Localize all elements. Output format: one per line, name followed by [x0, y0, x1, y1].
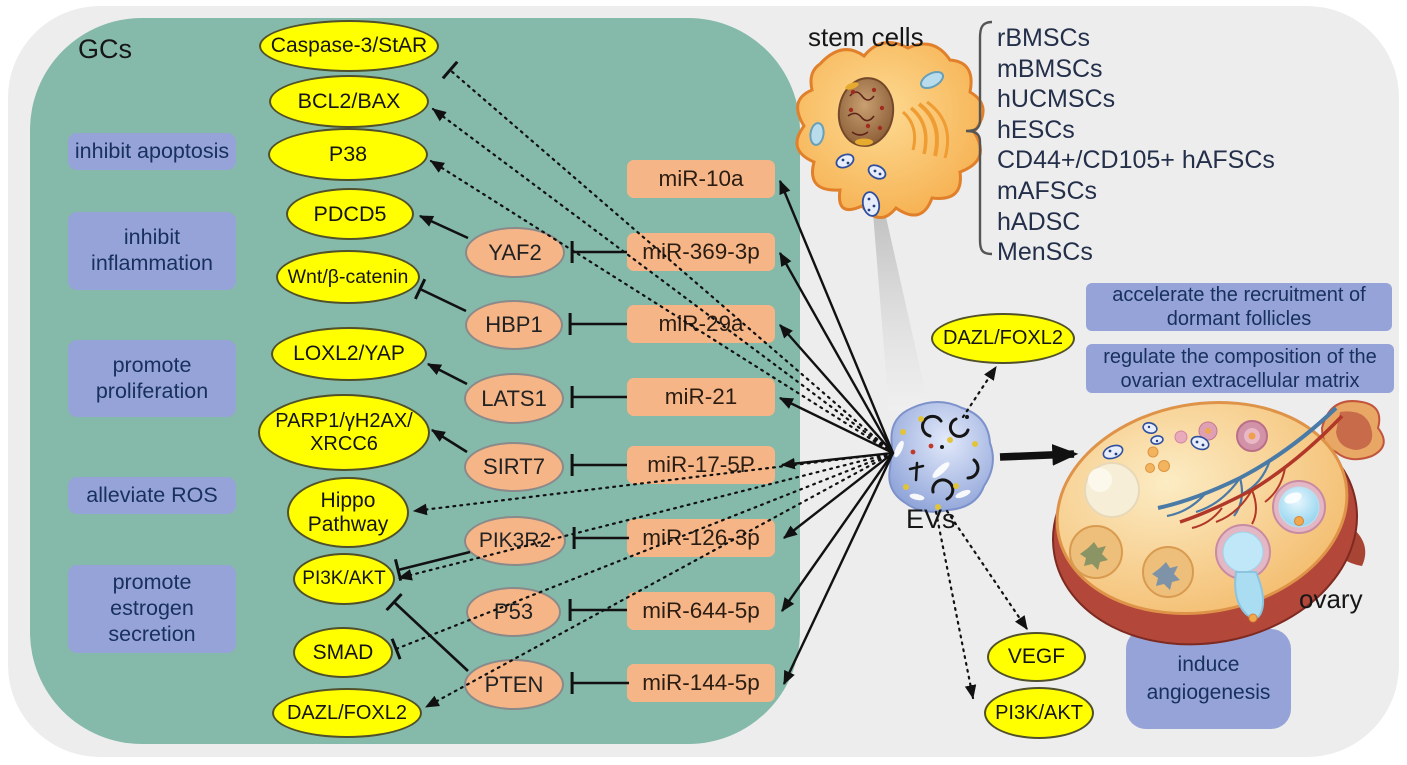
effect-box-recruitment: accelerate the recruitment of dormant fo… [1086, 283, 1392, 331]
mirna-box-mir-29a: miR-29a [627, 305, 775, 343]
pathway-pi3k-akt: PI3K/AKT [293, 553, 395, 605]
mirna-box-mir-644-5p: miR-644-5p [627, 592, 775, 630]
cell-type-hadsc: hADSC [997, 207, 1081, 236]
function-box-alleviate-ros: alleviate ROS [68, 477, 236, 514]
evs-label: EVs [906, 504, 956, 534]
pathway-bcl2-bax: BCL2/BAX [269, 75, 429, 128]
cell-type-hescs: hESCs [997, 115, 1075, 144]
cell-type-hucmscs: hUCMSCs [997, 85, 1116, 114]
function-box-promote-proliferation: promote proliferation [68, 340, 236, 417]
gcs-panel-label: GCs [78, 34, 132, 64]
pathway-smad: SMAD [293, 627, 393, 678]
mediator-hbp1: HBP1 [465, 300, 563, 350]
effect-box-angiogenesis: induce angiogenesis [1126, 629, 1291, 729]
pathway-vegf: VEGF [987, 632, 1086, 682]
effect-box-ecm: regulate the composition of the ovarian … [1086, 344, 1394, 393]
mirna-box-mir-144-5p: miR-144-5p [627, 664, 775, 702]
function-box-inhibit-inflammation: inhibit inflammation [68, 212, 236, 290]
cell-type-hafscs: CD44+/CD105+ hAFSCs [997, 146, 1275, 175]
function-box-promote-estrogen-secretion: promote estrogen secretion [68, 565, 236, 653]
mirna-box-mir-10a: miR-10a [627, 160, 775, 198]
mediator-pik3r2: PIK3R2 [464, 516, 566, 566]
cell-type-mbmscs: mBMSCs [997, 54, 1103, 83]
mirna-box-mir-21: miR-21 [627, 378, 775, 416]
cell-type-menscs: MenSCs [997, 238, 1093, 267]
pathway-caspase3-star: Caspase-3/StAR [259, 20, 439, 72]
cell-type-rbmscs: rBMSCs [997, 24, 1091, 52]
cell-type-mafscs: mAFSCs [997, 176, 1097, 205]
pathway-dazl-foxl2-gcs: DAZL/FOXL2 [272, 688, 422, 738]
function-box-inhibit-apoptosis: inhibit apoptosis [68, 133, 236, 170]
pathway-pi3k-akt-right: PI3K/AKT [984, 687, 1094, 739]
ovary-label: ovary [1299, 584, 1363, 614]
stem-cell-type-list: rBMSCs mBMSCs hUCMSCs hESCs CD44+/CD105+… [997, 23, 1387, 268]
pathway-wnt-bcatenin: Wnt/β-catenin [276, 250, 420, 304]
pathway-hippo: Hippo Pathway [287, 477, 409, 548]
pathway-dazl-foxl2-right: DAZL/FOXL2 [931, 313, 1075, 364]
pathway-parp1-h2ax-xrcc6: PARP1/γH2AX/ XRCC6 [258, 394, 430, 471]
mirna-box-mir-369-3p: miR-369-3p [627, 233, 775, 271]
mediator-sirt7: SIRT7 [464, 442, 564, 492]
pathway-pdcd5: PDCD5 [286, 188, 414, 240]
pathway-p38: P38 [268, 128, 428, 181]
mediator-yaf2: YAF2 [465, 227, 565, 278]
pathway-loxl2-yap: LOXL2/YAP [271, 327, 427, 381]
mirna-box-mir-126-3p: miR-126-3p [627, 519, 775, 557]
mirna-box-mir-17-5p: miR-17-5P [627, 446, 775, 484]
mediator-pten: PTEN [464, 659, 564, 710]
stem-cells-label: stem cells [808, 22, 924, 52]
mediator-p53: P53 [466, 587, 561, 637]
mediator-lats1: LATS1 [464, 373, 564, 424]
